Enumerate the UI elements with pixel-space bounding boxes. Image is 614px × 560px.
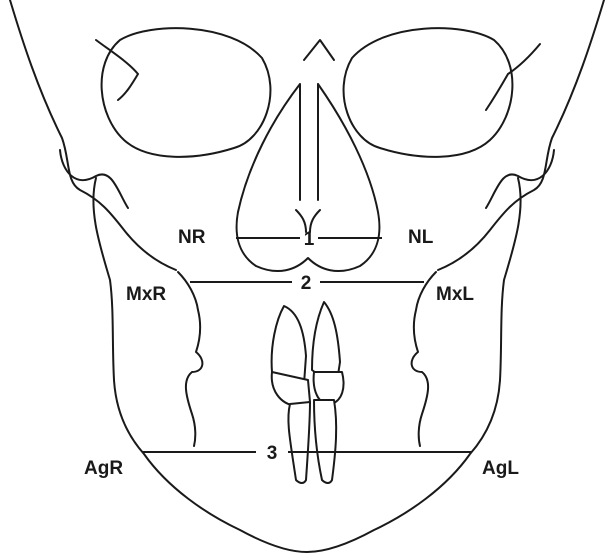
label-maxillary-left: MxL <box>436 284 474 305</box>
left-ramus-contour <box>412 272 436 446</box>
label-nasal-right: NR <box>178 227 206 248</box>
lower-incisor-left <box>314 400 336 483</box>
label-nasal-left: NL <box>408 227 434 248</box>
lower-incisor-right <box>288 402 310 483</box>
measurement-number-1: 1 <box>304 229 315 250</box>
nasal-apex <box>304 40 334 60</box>
label-antegonial-right: AgR <box>84 458 123 479</box>
left-orbit <box>344 28 513 157</box>
label-antegonial-left: AgL <box>482 458 519 479</box>
right-ramus-contour <box>178 272 202 446</box>
measurement-number-3: 3 <box>267 443 278 464</box>
measurement-number-2: 2 <box>301 273 312 294</box>
right-orbit <box>102 28 271 157</box>
label-maxillary-right: MxR <box>126 284 166 305</box>
